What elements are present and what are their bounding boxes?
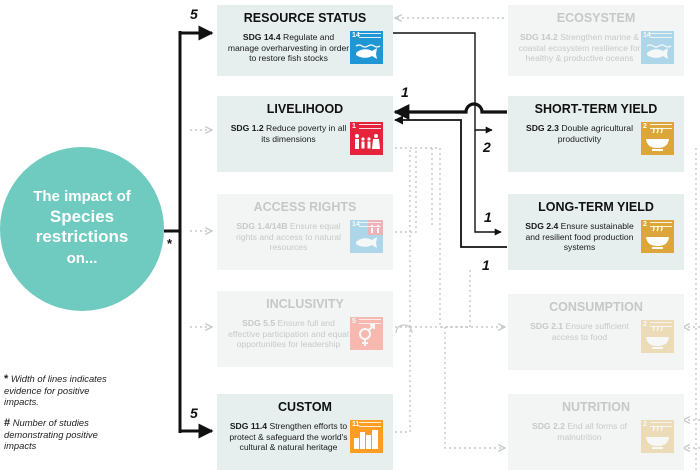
sdg-description: SDG 2.3 Double agricultural productivity (518, 122, 641, 144)
center-line-3: restrictions (35, 227, 129, 246)
sdg-text: Double agricultural productivity (557, 123, 633, 144)
count-custom: 5 (190, 405, 198, 421)
sdg-number: 11 (352, 421, 360, 428)
sdg-text: Strengthen efforts to protect & safeguar… (229, 421, 348, 452)
count-resource-status: 5 (190, 6, 198, 22)
bowl-icon: 2 (641, 320, 674, 353)
sdg-description: SDG 1.4/14B Ensure equal rights and acce… (227, 220, 350, 253)
strong-links (164, 25, 507, 439)
count-livelihood-from-short-yield: 1 (401, 84, 409, 100)
bowl-icon: 2 (641, 420, 674, 453)
sdg-number: 14 (352, 221, 360, 228)
sdg-description: SDG 14.2 Strengthen marine & coastal eco… (518, 31, 641, 64)
sdg-text: Strengthen marine & coastal ecosystem re… (518, 32, 641, 63)
bowl-icon: 2 (641, 220, 674, 253)
sdg-text: Ensure full and effective participation … (228, 318, 349, 349)
sdg-description: SDG 14.4 Regulate and manage overharvest… (227, 31, 350, 64)
box-short-yield: SHORT-TERM YIELD SDG 2.3 Double agricultu… (508, 96, 684, 172)
box-nutrition: NUTRITION SDG 2.2 End all forms of malnut… (508, 394, 684, 470)
box-title: RESOURCE STATUS (243, 11, 367, 25)
sdg-text: Ensure sufficient access to food (551, 321, 629, 342)
count-livelihood-from-long-yield: 1 (482, 257, 490, 273)
fish-icon: 14 (641, 31, 674, 64)
sdg-code: SDG 1.2 (230, 123, 264, 133)
count-short-yield-from-resource: 2 (483, 139, 491, 155)
sdg-number: 14 (352, 32, 360, 39)
sdg-description: SDG 2.1 Ensure sufficient access to food (518, 320, 641, 342)
box-title: INCLUSIVITY (266, 297, 344, 311)
sdg-code: SDG 2.3 (525, 123, 559, 133)
sdg-number: 2 (643, 321, 647, 328)
sdg-code: SDG 14.4 (242, 32, 281, 42)
line-hop (395, 324, 413, 334)
sdg-text: Ensure sustainable and resilient food pr… (525, 221, 634, 252)
sdg-number: 2 (643, 123, 647, 130)
sdg-code: SDG 11.4 (229, 421, 268, 431)
dotted-links (190, 18, 700, 470)
box-long-yield: LONG-TERM YIELD SDG 2.4 Ensure sustainabl… (508, 194, 684, 270)
box-title: LIVELIHOOD (266, 102, 344, 116)
sdg-text: End all forms of malnutrition (557, 421, 628, 442)
legend-asterisk-text: Width of lines indicates evidence for po… (4, 373, 107, 408)
box-ecosystem: ECOSYSTEM SDG 14.2 Strengthen marine & co… (508, 5, 684, 76)
sdg-code: SDG 2.2 (531, 421, 565, 431)
sdg-code: SDG 14.2 (520, 32, 558, 42)
center-line-1: The impact of (33, 188, 131, 205)
box-title: ACCESS RIGHTS (253, 200, 357, 214)
city-icon: 11 (350, 420, 383, 453)
sdg-code: SDG 5.5 (242, 318, 276, 328)
sdg-description: SDG 1.2 Reduce poverty in all its dimens… (227, 122, 350, 144)
sdg-text: Reduce poverty in all its dimensions (261, 123, 347, 144)
fish-icon: 14 (350, 31, 383, 64)
center-topic: The impact of Species restrictions on... (0, 147, 164, 311)
count-long-yield-from-resource: 1 (484, 209, 492, 225)
sdg-text: Regulate and manage overharvesting in or… (227, 32, 350, 63)
line-width-asterisk: * (167, 236, 173, 251)
box-title: NUTRITION (561, 400, 631, 414)
sdg-number: 1 (352, 123, 356, 130)
sdg-number: 2 (643, 421, 647, 428)
sdg-description: SDG 5.5 Ensure full and effective partic… (227, 317, 350, 350)
sdg-description: SDG 11.4 Strengthen efforts to protect &… (227, 420, 350, 453)
sdg-number: 14 (643, 32, 651, 39)
sdg-code: SDG 2.1 (530, 321, 564, 331)
legend-hash-text: Number of studies demonstrating positive… (4, 417, 98, 452)
sdg-code: SDG 1.4/14B (236, 221, 288, 231)
sdg-code: SDG 2.4 (525, 221, 559, 231)
box-inclusivity: INCLUSIVITY SDG 5.5 Ensure full and effec… (217, 291, 393, 367)
legend-asterisk-symbol: * (4, 373, 9, 385)
sdg-number: 2 (643, 221, 647, 228)
fish-family-icon: 14 (350, 220, 383, 253)
center-line-2: Species (49, 207, 115, 226)
box-title: ECOSYSTEM (556, 11, 636, 25)
box-title: SHORT-TERM YIELD (534, 102, 658, 116)
box-title: CONSUMPTION (549, 300, 643, 314)
box-resource: RESOURCE STATUS SDG 14.4 Regulate and man… (217, 5, 393, 76)
legend-asterisk: * Width of lines indicates evidence for … (4, 373, 124, 408)
box-title: CUSTOM (278, 400, 332, 414)
box-custom: CUSTOM SDG 11.4 Strengthen efforts to pro… (217, 394, 393, 470)
legend-hash-symbol: # (4, 417, 11, 429)
gender-icon: 5 (350, 317, 383, 350)
family-icon: 1 (350, 122, 383, 155)
sdg-description: SDG 2.4 Ensure sustainable and resilient… (518, 220, 641, 253)
sdg-description: SDG 2.2 End all forms of malnutrition (518, 420, 641, 442)
box-consumption: CONSUMPTION SDG 2.1 Ensure sufficient acc… (508, 294, 684, 370)
bowl-icon: 2 (641, 122, 674, 155)
sdg-number: 5 (352, 318, 356, 325)
legend-hash: # Number of studies demonstrating positi… (4, 417, 124, 452)
center-line-4: on... (66, 250, 98, 267)
box-title: LONG-TERM YIELD (538, 200, 654, 214)
box-access: ACCESS RIGHTS SDG 1.4/14B Ensure equal ri… (217, 194, 393, 270)
sdg-text: Ensure equal rights and access to natura… (235, 221, 342, 252)
